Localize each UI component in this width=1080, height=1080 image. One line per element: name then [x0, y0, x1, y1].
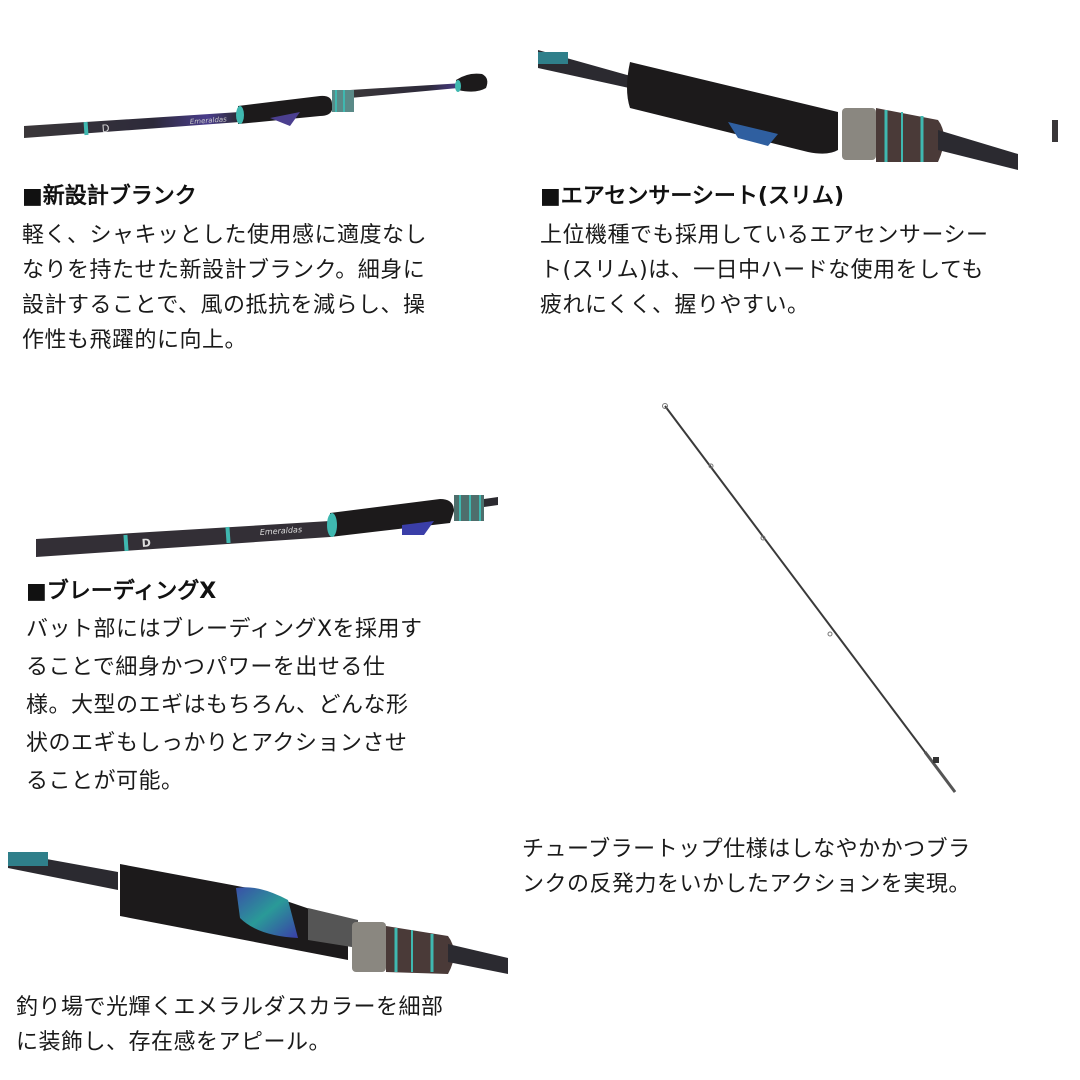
- svg-text:D: D: [101, 123, 110, 135]
- feature-body-emeraldas-color: 釣り場で光輝くエメラルダスカラーを細部 に装飾し、存在感をアピール。: [16, 990, 516, 1060]
- text-line: 様。大型のエギはもちろん、どんな形: [26, 693, 409, 718]
- text-line: ンクの反発力をいかしたアクションを実現。: [522, 872, 971, 897]
- photo-grip-emeraldas-color: [8, 848, 508, 978]
- text-line: 作性も飛躍的に向上。: [22, 328, 248, 353]
- text-line: ることで細身かつパワーを出せる仕: [26, 655, 386, 680]
- svg-text:D: D: [141, 536, 151, 550]
- feature-heading-braiding-x: ■ブレーディングX: [26, 579, 217, 604]
- text-line: ることが可能。: [26, 769, 184, 794]
- text-line: ト(スリム)は、一日中ハードな使用をしても: [540, 258, 984, 283]
- text-line: 状のエギもしっかりとアクションさせ: [26, 731, 408, 756]
- photo-rod-butt-braiding: D Emeraldas: [30, 485, 500, 565]
- feature-body-braiding-x: バット部にはブレーディングXを採用す ることで細身かつパワーを出せる仕 様。大型…: [26, 611, 506, 801]
- text-line: チューブラートップ仕様はしなやかかつブラ: [522, 837, 971, 862]
- feature-body-air-sensor-seat: 上位機種でも採用しているエアセンサーシー ト(スリム)は、一日中ハードな使用をし…: [540, 218, 1070, 323]
- text-line: 設計することで、風の抵抗を減らし、操: [22, 293, 426, 318]
- svg-text:Emeraldas: Emeraldas: [260, 525, 303, 537]
- text-line: に装飾し、存在感をアピール。: [16, 1030, 332, 1055]
- svg-text:Emeraldas: Emeraldas: [190, 115, 228, 126]
- text-line: バット部にはブレーディングXを採用す: [26, 617, 423, 642]
- text-line: なりを持たせた新設計ブランク。細身に: [22, 258, 426, 283]
- text-line: 釣り場で光輝くエメラルダスカラーを細部: [16, 995, 444, 1020]
- feature-body-new-blank: 軽く、シャキッとした使用感に適度なし なりを持たせた新設計ブランク。細身に 設計…: [22, 218, 492, 358]
- photo-rod-butt-full: D Emeraldas: [20, 60, 500, 150]
- feature-body-tubular-top: チューブラートップ仕様はしなやかかつブラ ンクの反発力をいかしたアクションを実現…: [522, 832, 1072, 902]
- text-line: 上位機種でも採用しているエアセンサーシー: [540, 223, 989, 248]
- text-line: 軽く、シャキッとした使用感に適度なし: [22, 223, 428, 248]
- photo-rod-tip: [655, 400, 965, 800]
- text-line: 疲れにくく、握りやすい。: [540, 293, 810, 318]
- feature-heading-new-blank: ■新設計ブランク: [22, 184, 197, 209]
- photo-reel-seat-closeup: [538, 50, 1068, 175]
- feature-heading-air-sensor-seat: ■エアセンサーシート(スリム): [540, 184, 845, 209]
